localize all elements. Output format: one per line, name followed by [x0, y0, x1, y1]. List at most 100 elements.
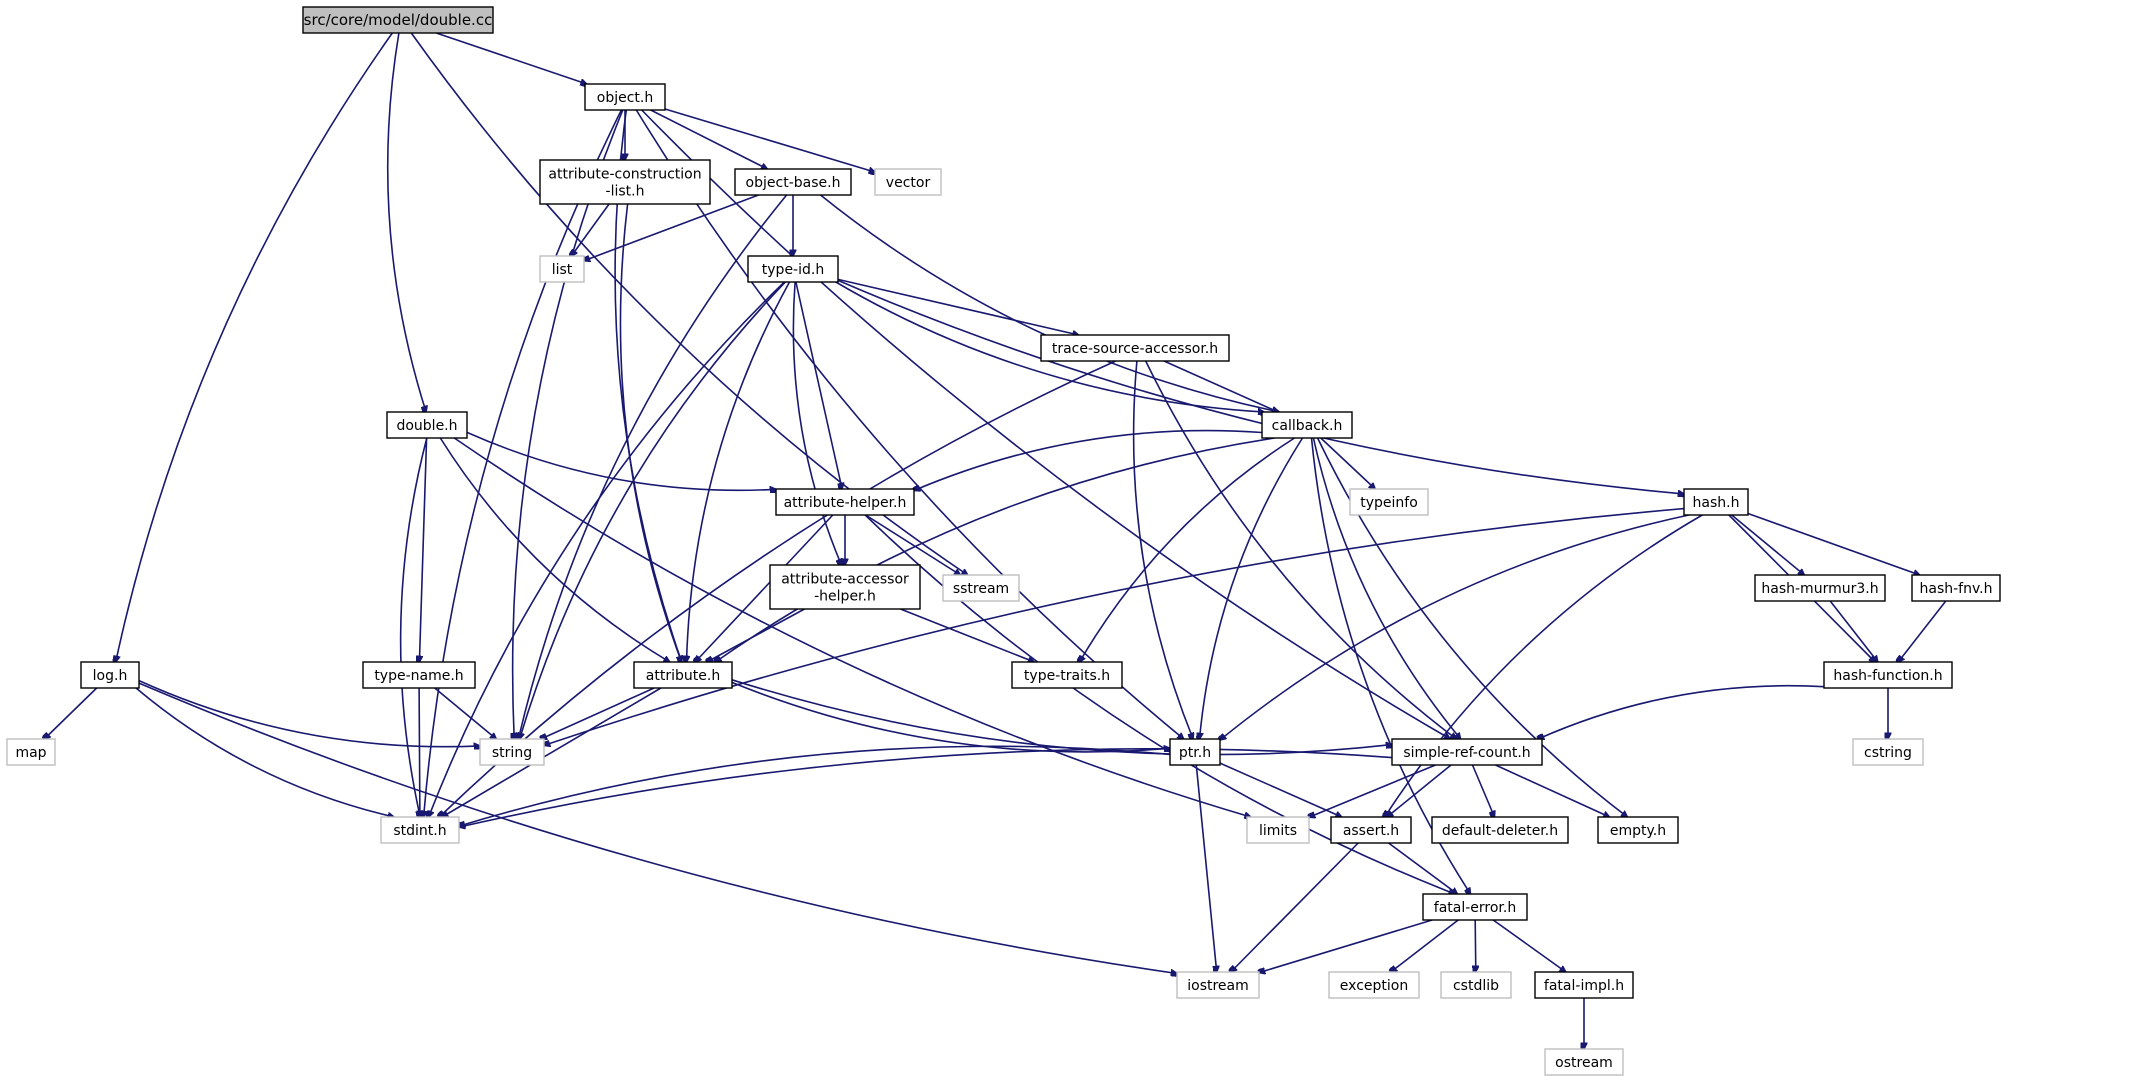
node-box: [1754, 574, 1886, 602]
node-box: [362, 661, 476, 689]
node-object_h[interactable]: object.h: [584, 83, 666, 111]
edge-object_base-to-string: [518, 194, 788, 739]
edge-type_id-to-callback_h: [835, 281, 1264, 412]
node-box: [1597, 816, 1679, 844]
node-attr_constr[interactable]: attribute-construction-list.h: [539, 159, 711, 205]
edge-double_h-to-attribute_h: [439, 437, 669, 662]
edge-callback_h-to-simple_ref: [1312, 437, 1460, 739]
node-hash_murmur[interactable]: hash-murmur3.h: [1754, 574, 1886, 602]
node-type_name[interactable]: type-name.h: [362, 661, 476, 689]
node-ptr_h[interactable]: ptr.h: [1169, 738, 1221, 766]
node-object_base[interactable]: object-base.h: [734, 168, 852, 196]
node-attr_accessor[interactable]: attribute-accessor-helper.h: [769, 564, 921, 610]
node-double_h[interactable]: double.h: [386, 411, 468, 439]
edge-assert_h-to-fatal_error: [1388, 842, 1458, 894]
node-label: trace-source-accessor.h: [1052, 341, 1218, 357]
node-hash_h[interactable]: hash.h: [1683, 488, 1749, 516]
edge-ptr_h-to-assert_h: [1219, 762, 1342, 817]
edge-attr_accessor-to-type_traits: [900, 608, 1035, 662]
edge-hash_h-to-ptr_h: [1220, 514, 1690, 740]
edge-object_h-to-object_base: [650, 109, 768, 169]
node-label: fatal-impl.h: [1544, 978, 1624, 994]
node-label: hash-fnv.h: [1920, 581, 1993, 597]
node-stdint: stdint.h: [380, 816, 460, 844]
node-hash_fnv[interactable]: hash-fnv.h: [1911, 574, 2001, 602]
node-box: [386, 411, 468, 439]
edge-fatal_error-to-fatal_impl: [1492, 919, 1566, 972]
node-box: [1261, 411, 1353, 439]
edge-root-to-log_h: [116, 32, 393, 662]
node-box: [633, 661, 733, 689]
node-label: attribute-helper.h: [784, 495, 907, 511]
node-label: type-id.h: [762, 262, 824, 278]
node-box: [1440, 971, 1512, 999]
node-string: string: [479, 738, 545, 766]
edge-type_name-to-string: [434, 687, 497, 739]
node-box: [1911, 574, 2001, 602]
nodes-layer: src/core/model/double.cc object.h attribut…: [6, 6, 2001, 1076]
node-exception: exception: [1328, 971, 1420, 999]
node-typeinfo: typeinfo: [1349, 488, 1429, 516]
edge-simple_ref-to-assert_h: [1387, 764, 1452, 817]
edge-simple_ref-to-stdint: [459, 747, 1393, 827]
node-label: vector: [886, 175, 931, 191]
edge-fatal_error-to-iostream: [1259, 919, 1433, 973]
edge-log_h-to-iostream: [138, 682, 1177, 973]
node-box: [1823, 661, 1953, 689]
node-label: ostream: [1555, 1055, 1613, 1071]
edge-object_h-to-ptr_h: [635, 109, 1183, 739]
edge-log_h-to-string: [138, 679, 480, 747]
edge-hash_h-to-string: [544, 507, 1685, 746]
node-trace_src[interactable]: trace-source-accessor.h: [1040, 334, 1230, 362]
node-hash_function[interactable]: hash-function.h: [1823, 661, 1953, 689]
node-assert_h[interactable]: assert.h: [1330, 816, 1412, 844]
node-box: [1169, 738, 1221, 766]
node-type_traits[interactable]: type-traits.h: [1011, 661, 1123, 689]
node-box: [942, 574, 1020, 602]
node-label: simple-ref-count.h: [1403, 745, 1530, 761]
edge-hash_function-to-simple_ref: [1538, 684, 1825, 739]
node-box: [1544, 1048, 1624, 1076]
node-box: [1852, 738, 1924, 766]
node-attr_helper[interactable]: attribute-helper.h: [775, 488, 915, 516]
node-label: attribute-construction: [548, 167, 701, 183]
edge-trace_src-to-ptr_h: [1132, 360, 1193, 739]
node-box: [1431, 816, 1569, 844]
node-attribute_h[interactable]: attribute.h: [633, 661, 733, 689]
node-fatal_impl[interactable]: fatal-impl.h: [1534, 971, 1634, 999]
node-label: type-traits.h: [1024, 668, 1110, 684]
edge-hash_h-to-hash_fnv: [1747, 512, 1920, 576]
edge-type_id-to-trace_src: [837, 278, 1079, 335]
node-root[interactable]: src/core/model/double.cc: [302, 6, 494, 34]
edge-trace_src-to-callback_h: [1163, 360, 1278, 412]
node-label: fatal-error.h: [1434, 900, 1516, 916]
node-label: list: [552, 262, 573, 278]
node-log_h[interactable]: log.h: [80, 661, 140, 689]
edge-trace_src-to-stdint: [439, 360, 1117, 817]
node-simple_ref[interactable]: simple-ref-count.h: [1391, 738, 1543, 766]
node-box: [80, 661, 140, 689]
edge-attr_helper-to-sstream: [865, 514, 961, 575]
node-vector: vector: [874, 168, 942, 196]
node-callback_h[interactable]: callback.h: [1261, 411, 1353, 439]
node-label: sstream: [953, 581, 1009, 597]
node-label: src/core/model/double.cc: [304, 11, 493, 29]
node-type_id[interactable]: type-id.h: [747, 255, 839, 283]
node-empty_h[interactable]: empty.h: [1597, 816, 1679, 844]
node-box: [769, 564, 921, 610]
node-box: [747, 255, 839, 283]
node-default_deleter[interactable]: default-deleter.h: [1431, 816, 1569, 844]
node-label: cstdlib: [1453, 978, 1499, 994]
edge-attr_constr-to-list: [571, 203, 610, 256]
edge-attr_helper-to-fatal_error: [864, 514, 1455, 894]
node-label: -helper.h: [814, 589, 876, 605]
node-box: [1349, 488, 1429, 516]
node-fatal_error[interactable]: fatal-error.h: [1422, 893, 1528, 921]
node-label: type-name.h: [374, 668, 463, 684]
node-label: string: [492, 745, 532, 761]
edge-object_h-to-vector: [664, 108, 875, 172]
edge-callback_h-to-attr_helper: [914, 429, 1263, 491]
node-label: iostream: [1187, 978, 1249, 994]
node-label: empty.h: [1610, 823, 1666, 839]
edge-attr_constr-to-attribute_h: [619, 203, 681, 662]
